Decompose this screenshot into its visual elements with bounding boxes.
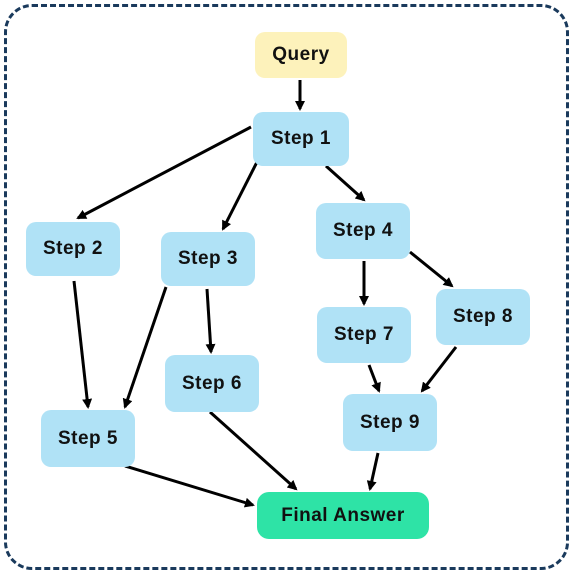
- arrow-step1-to-step4: [324, 164, 366, 202]
- diagram-frame: [4, 4, 569, 570]
- arrow-step6-to-final: [208, 410, 298, 491]
- node-step8: Step 8: [436, 289, 530, 345]
- arrow-step4-to-step8: [409, 250, 454, 288]
- arrow-step2-to-step5: [72, 280, 93, 409]
- node-final-answer: Final Answer: [257, 492, 429, 539]
- arrow-step1-to-step2: [76, 125, 252, 220]
- arrow-step1-to-step3: [221, 161, 259, 231]
- node-step1: Step 1: [253, 112, 349, 166]
- node-step9: Step 9: [343, 394, 437, 451]
- node-step5: Step 5: [41, 410, 135, 467]
- node-query: Query: [255, 32, 347, 78]
- arrow-step9-to-final: [366, 452, 380, 491]
- node-step3: Step 3: [161, 232, 255, 286]
- arrow-step3-to-step5: [122, 286, 168, 409]
- node-step2: Step 2: [26, 222, 120, 276]
- node-step7: Step 7: [317, 307, 411, 363]
- node-step4: Step 4: [316, 203, 410, 259]
- node-step6: Step 6: [165, 355, 259, 412]
- arrow-step5-to-final: [124, 464, 255, 508]
- arrow-step8-to-step9: [420, 346, 458, 393]
- arrow-step7-to-step9: [367, 364, 381, 393]
- arrow-step3-to-step6: [205, 288, 216, 354]
